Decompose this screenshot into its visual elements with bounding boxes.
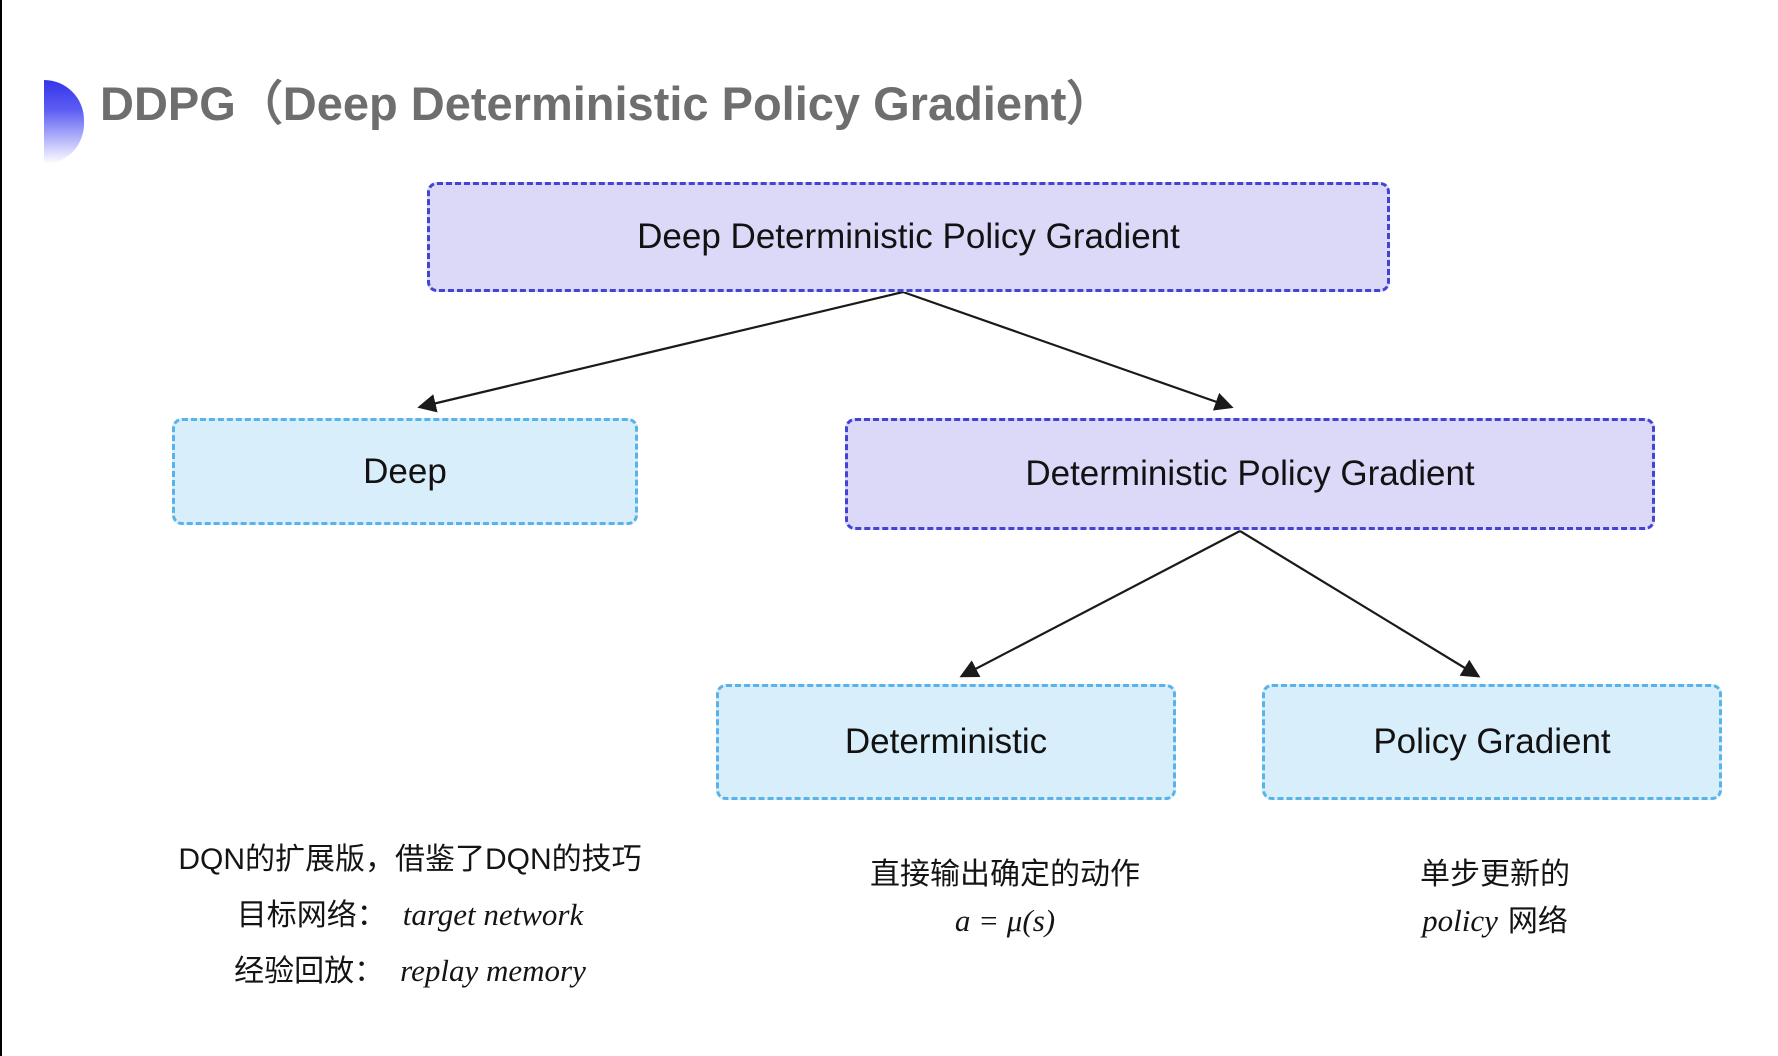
replay-memory-label: 经验回放： (234, 955, 385, 988)
node-label: Deep (363, 451, 447, 491)
policy-term: policy (1422, 903, 1498, 938)
replay-memory-term: replay memory (400, 953, 586, 988)
node-deep-deterministic-policy-gradient: Deep Deterministic Policy Gradient (427, 182, 1390, 292)
formula-a-equals-mu-s: a = μ(s) (954, 903, 1056, 938)
node-label: Deterministic (844, 722, 1048, 761)
target-network-label: 目标网络： (236, 899, 387, 932)
note-deterministic-action: 直接输出确定的动作 a = μ(s) (820, 855, 1190, 942)
node-label: Policy Gradient (1373, 722, 1611, 761)
blue-half-disc-icon (44, 80, 84, 164)
node-label: Deep Deterministic Policy Gradient (637, 217, 1180, 256)
note-line: policy 网络 (1310, 901, 1680, 942)
arrow-root-to-deep (417, 290, 904, 413)
node-deep: Deep (172, 418, 638, 525)
node-label: Deterministic Policy Gradient (1025, 454, 1475, 493)
target-network-term: target network (402, 897, 584, 932)
note-deep-dqn-extension: DQN的扩展版，借鉴了DQN的技巧 目标网络： target network 经验… (118, 840, 702, 992)
note-line: 直接输出确定的动作 (870, 858, 1140, 891)
node-deterministic-policy-gradient: Deterministic Policy Gradient (845, 418, 1655, 530)
left-edge-line (0, 0, 2, 1056)
note-line: a = μ(s) (820, 901, 1190, 942)
page-title: DDPG（Deep Deterministic Policy Gradient） (100, 77, 1114, 130)
arrow-dpg-to-deterministic (959, 530, 1241, 678)
note-line: DQN的扩展版，借鉴了DQN的技巧 (178, 843, 642, 876)
note-line: 经验回放： replay memory (118, 951, 702, 992)
note-line: 单步更新的 (1420, 858, 1570, 891)
note-line: 目标网络： target network (118, 895, 702, 936)
arrow-dpg-to-policy-gradient (1239, 530, 1481, 678)
arrow-root-to-dpg (902, 290, 1234, 411)
node-deterministic: Deterministic (716, 684, 1176, 800)
policy-suffix: 网络 (1507, 905, 1568, 938)
node-policy-gradient: Policy Gradient (1262, 684, 1722, 800)
note-policy-network: 单步更新的 policy 网络 (1310, 855, 1680, 942)
